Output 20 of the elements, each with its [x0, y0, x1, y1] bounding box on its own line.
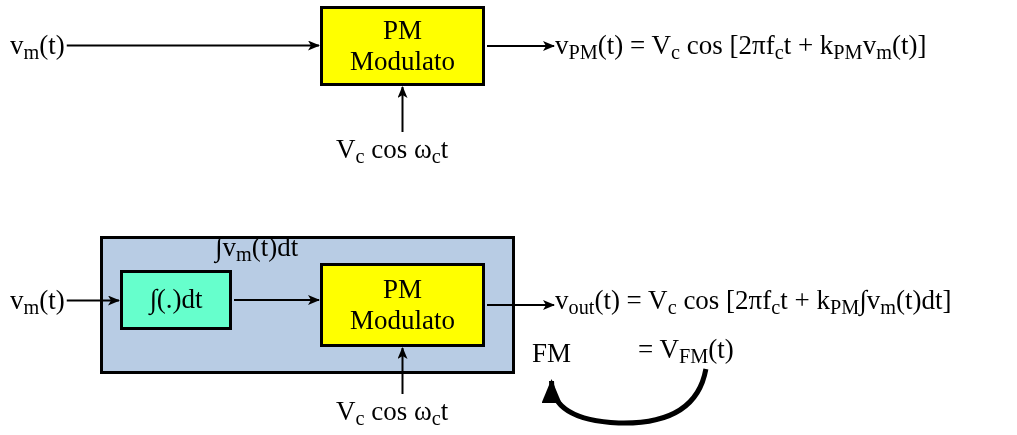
- arrow: [543, 368, 709, 426]
- fm-label: FM: [532, 338, 572, 370]
- fm-equation: = V$_{FM}$(t): [638, 334, 734, 366]
- fm-modulator-box: [100, 236, 515, 374]
- modulator-box: PM Modulato: [320, 6, 485, 86]
- arrow: [397, 86, 408, 133]
- arrow: [65, 40, 320, 51]
- input-signal-label: v$_{m}$(t): [10, 30, 65, 62]
- arrow: [486, 41, 555, 51]
- input-signal-label: v$_{m}$(t): [10, 285, 65, 317]
- output-equation: v$_{out}$(t) = V$_{c}$ cos [2πf$_{c}$t + k$_{PM}$∫v$_{m}$(t)dt]: [555, 285, 952, 317]
- carrier-label: V$_{c}$ cos ω$_{c}$t: [336, 134, 449, 166]
- carrier-label: V$_{c}$ cos ω$_{c}$t: [336, 396, 449, 428]
- output-equation: v$_{PM}$(t) = V$_{c}$ cos [2πf$_{c}$t + k$_{PM}$v$_{m}$(t)]: [555, 30, 927, 62]
- arrow: [65, 295, 120, 306]
- arrow: [233, 295, 320, 305]
- arrow: [397, 347, 408, 395]
- arrow: [486, 300, 555, 310]
- integrator-box: ∫(.)dt: [120, 270, 232, 330]
- modulator-box: PM Modulato: [320, 263, 485, 347]
